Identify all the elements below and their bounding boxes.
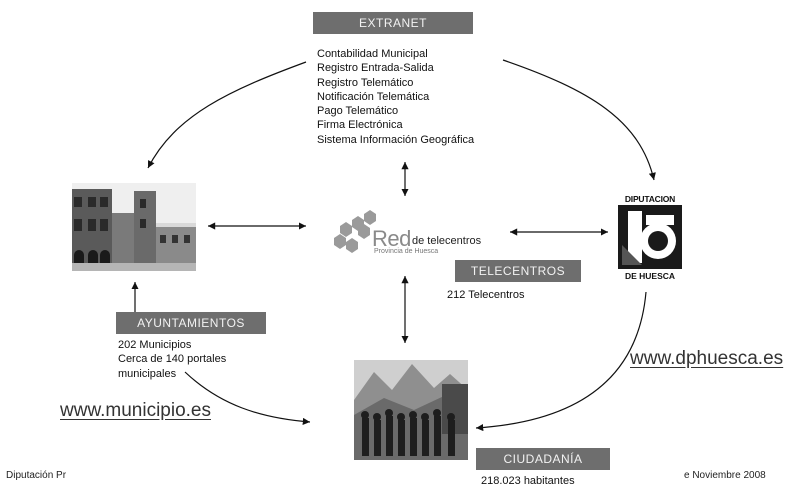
dphuesca-url-link[interactable]: www.dphuesca.es — [630, 348, 784, 369]
ayuntamientos-details: 202 Municipios Cerca de 140 portales mun… — [118, 338, 226, 381]
ayuntamientos-line: Cerca de 140 portales — [118, 353, 227, 366]
red-logo-suffix: de telecentros — [412, 235, 482, 247]
extranet-service-item: Firma Electrónica — [317, 119, 403, 132]
extranet-service-item: Sistema Información Geográfica — [317, 133, 475, 146]
footer-left: Diputación Pr — [6, 470, 67, 481]
telecentros-count: 212 Telecentros — [447, 289, 525, 301]
extranet-service-item: Contabilidad Municipal — [317, 48, 428, 60]
ayuntamientos-line: municipales — [118, 367, 177, 380]
extranet-services-list: Contabilidad Municipal Registro Entrada-… — [317, 47, 474, 147]
extranet-service-item: Registro Telemático — [317, 76, 414, 89]
arrow-ayuntamientos-to-ciudadania — [184, 371, 311, 426]
arrow-extranet-to-ayuntamientos — [147, 61, 307, 169]
extranet-service-item: Registro Entrada-Salida — [317, 62, 434, 75]
ayuntamientos-header: AYUNTAMIENTOS — [116, 312, 266, 334]
red-logo-subtitle: Provincia de Huesca — [374, 248, 439, 255]
red-logo-word: Red — [372, 226, 411, 251]
municipio-url-link[interactable]: www.municipio.es — [60, 400, 211, 421]
ciudadania-header: CIUDADANÍA — [476, 448, 610, 470]
red-telecentros-logo: Red de telecentros Provincia de Huesca — [332, 210, 492, 260]
diputacion-huesca-logo: DIPUTACION DE HUESCA — [614, 194, 686, 284]
diputacion-logo-bottom: DE HUESCA — [624, 271, 676, 281]
ayuntamientos-line: 202 Municipios — [118, 339, 192, 351]
hexagon-icon — [334, 210, 376, 253]
extranet-service-item: Notificación Telemática — [317, 90, 430, 103]
extranet-service-item: Pago Telemático — [317, 105, 399, 118]
arrow-extranet-to-diputacion — [502, 59, 656, 181]
diputacion-emblem-icon — [618, 205, 682, 269]
town-square-photo — [72, 183, 196, 271]
diputacion-logo-top: DIPUTACION — [624, 194, 676, 204]
citizens-photo — [354, 360, 468, 460]
extranet-header: EXTRANET — [313, 12, 473, 34]
ciudadania-count: 218.023 habitantes — [481, 475, 575, 487]
telecentros-header: TELECENTROS — [455, 260, 581, 282]
arrow-diputacion-to-ciudadania — [475, 291, 647, 432]
footer-right: e Noviembre 2008 — [684, 470, 766, 481]
